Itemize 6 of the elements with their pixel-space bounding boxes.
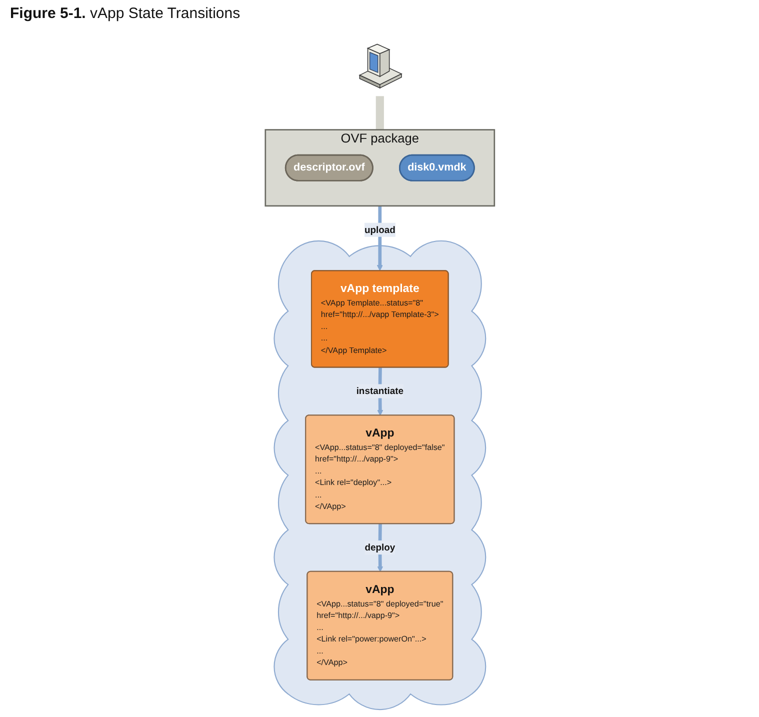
edge-label: deploy bbox=[364, 542, 395, 553]
edge-label: upload bbox=[364, 224, 395, 235]
edge-label: instantiate bbox=[356, 385, 404, 396]
cluster bbox=[273, 240, 486, 710]
connector bbox=[375, 94, 384, 131]
figure-title: Figure 5-1. vApp State Transitions bbox=[10, 5, 240, 22]
